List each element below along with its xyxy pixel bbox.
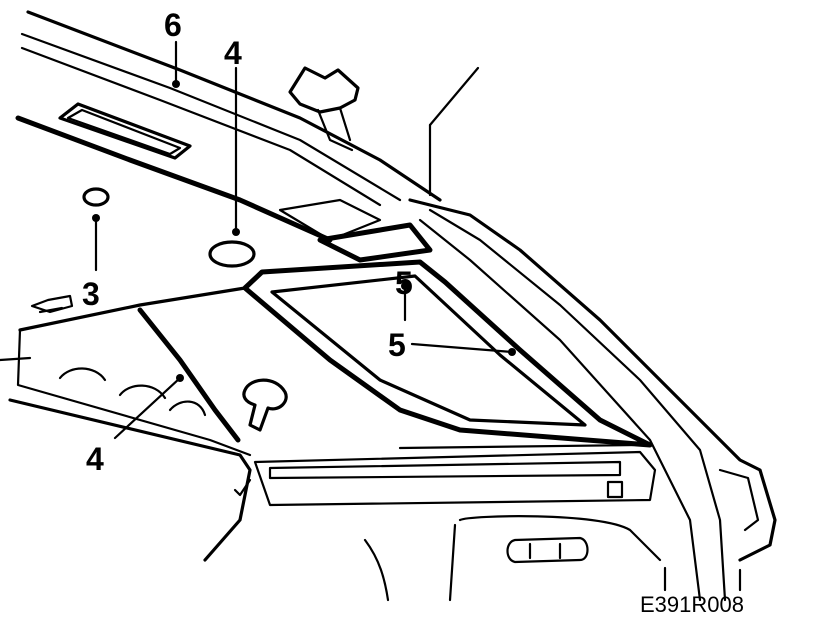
- side-trim-panel: [0, 286, 252, 562]
- c-pillar-trim: [408, 198, 777, 602]
- clip-grommet-3: [82, 187, 110, 207]
- callout-3: 3: [82, 276, 100, 312]
- figure-reference-code: E391R008: [640, 592, 744, 617]
- grommet-4: [208, 240, 256, 268]
- callout-6: 6: [164, 7, 182, 43]
- callout-5-upper: 5: [395, 265, 413, 301]
- rear-lower-trim: [253, 443, 662, 602]
- grab-handle: [242, 378, 288, 432]
- roof-rail: [15, 10, 442, 243]
- quarter-glass-panel: [242, 198, 653, 448]
- overhead-console-cutout: [58, 102, 192, 160]
- clip-part-3: [30, 294, 74, 314]
- callout-5-lower: 5: [388, 327, 406, 363]
- leader-lines: [92, 40, 742, 592]
- callout-4-bottom: 4: [86, 441, 104, 477]
- pillar-bracket: [288, 66, 480, 197]
- callout-4-top: 4: [224, 35, 242, 71]
